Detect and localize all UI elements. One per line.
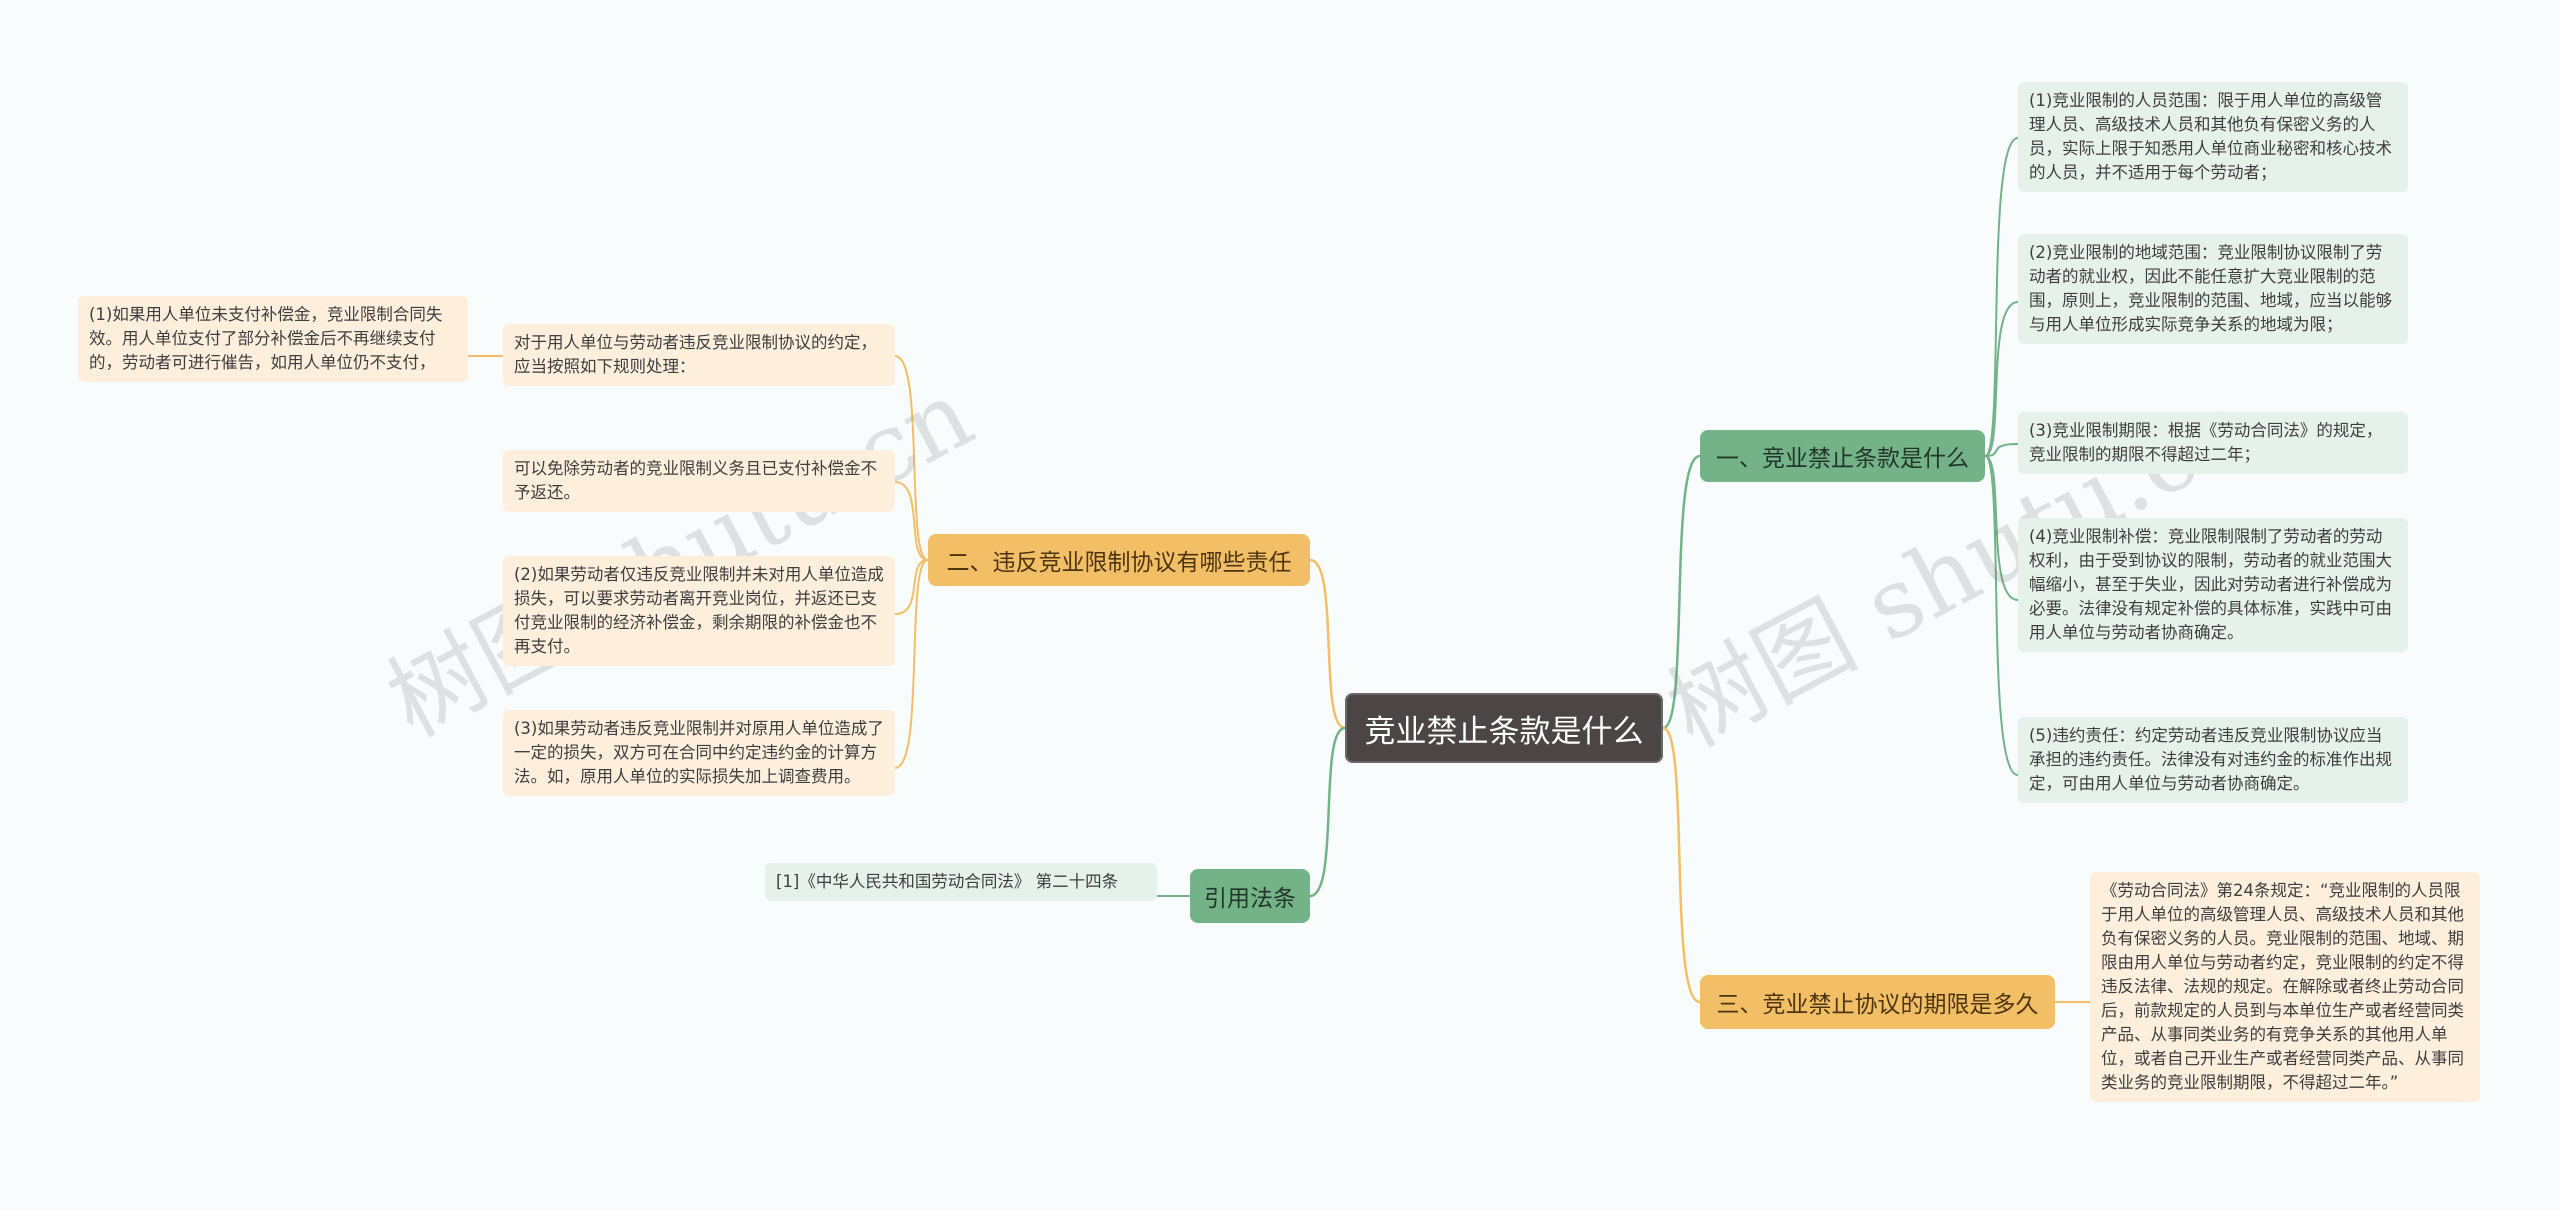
leaf-unpaid-compensation[interactable]: (1)如果用人单位未支付补偿金，竞业限制合同失效。用人单位支付了部分补偿金后不再…: [78, 296, 468, 382]
edge-b2-l4: [894, 559, 929, 769]
leaf-territorial-scope[interactable]: (2)竞业限制的地域范围：竞业限制协议限制了劳动者的就业权，因此不能任意扩大竞业…: [2018, 234, 2408, 344]
leaf-breach-liability[interactable]: (5)违约责任：约定劳动者违反竞业限制协议应当承担的违约责任。法律没有对违约金的…: [2018, 717, 2408, 803]
edge-b2-l1: [894, 355, 929, 561]
edge-b1-r3: [1984, 443, 2019, 457]
edge-root-b3: [1662, 726, 1701, 1004]
leaf-personnel-scope[interactable]: (1)竞业限制的人员范围：限于用人单位的高级管理人员、高级技术人员和其他负有保密…: [2018, 82, 2408, 192]
branch-definition[interactable]: 一、竞业禁止条款是什么: [1700, 430, 1985, 482]
leaf-compensation[interactable]: (4)竞业限制补偿：竞业限制限制了劳动者的劳动权利，由于受到协议的限制，劳动者的…: [2018, 518, 2408, 652]
edge-root-b1: [1662, 454, 1701, 730]
edge-root-b4: [1309, 726, 1346, 898]
edge-b2-l3: [894, 559, 929, 615]
edge-b1-r1: [1984, 137, 2019, 457]
root-topic[interactable]: 竞业禁止条款是什么: [1345, 693, 1663, 763]
leaf-law-citation[interactable]: [1]《中华人民共和国劳动合同法》 第二十四条: [765, 863, 1157, 901]
branch-liability[interactable]: 二、违反竞业限制协议有哪些责任: [928, 534, 1310, 586]
leaf-loss-breach[interactable]: (3)如果劳动者违反竞业限制并对原用人单位造成了一定的损失，双方可在合同中约定违…: [503, 710, 895, 796]
edge-b1-r2: [1984, 301, 2019, 457]
edge-b2-l2: [894, 481, 929, 561]
leaf-no-loss-breach[interactable]: (2)如果劳动者仅违反竞业限制并未对用人单位造成损失，可以要求劳动者离开竞业岗位…: [503, 556, 895, 666]
leaf-handling-rules[interactable]: 对于用人单位与劳动者违反竞业限制协议的约定，应当按照如下规则处理：: [503, 324, 895, 386]
edge-b1-r4: [1984, 455, 2019, 601]
leaf-labor-law-article-24[interactable]: 《劳动合同法》第24条规定：“竞业限制的人员限于用人单位的高级管理人员、高级技术…: [2090, 872, 2480, 1102]
edge-b1-r5: [1984, 455, 2019, 776]
leaf-release-obligation[interactable]: 可以免除劳动者的竞业限制义务且已支付补偿金不予返还。: [503, 450, 895, 512]
leaf-restriction-period[interactable]: (3)竞业限制期限：根据《劳动合同法》的规定，竞业限制的期限不得超过二年；: [2018, 412, 2408, 474]
branch-legal-reference[interactable]: 引用法条: [1190, 869, 1310, 923]
branch-duration[interactable]: 三、竞业禁止协议的期限是多久: [1700, 975, 2055, 1029]
edge-root-b2: [1309, 558, 1346, 730]
